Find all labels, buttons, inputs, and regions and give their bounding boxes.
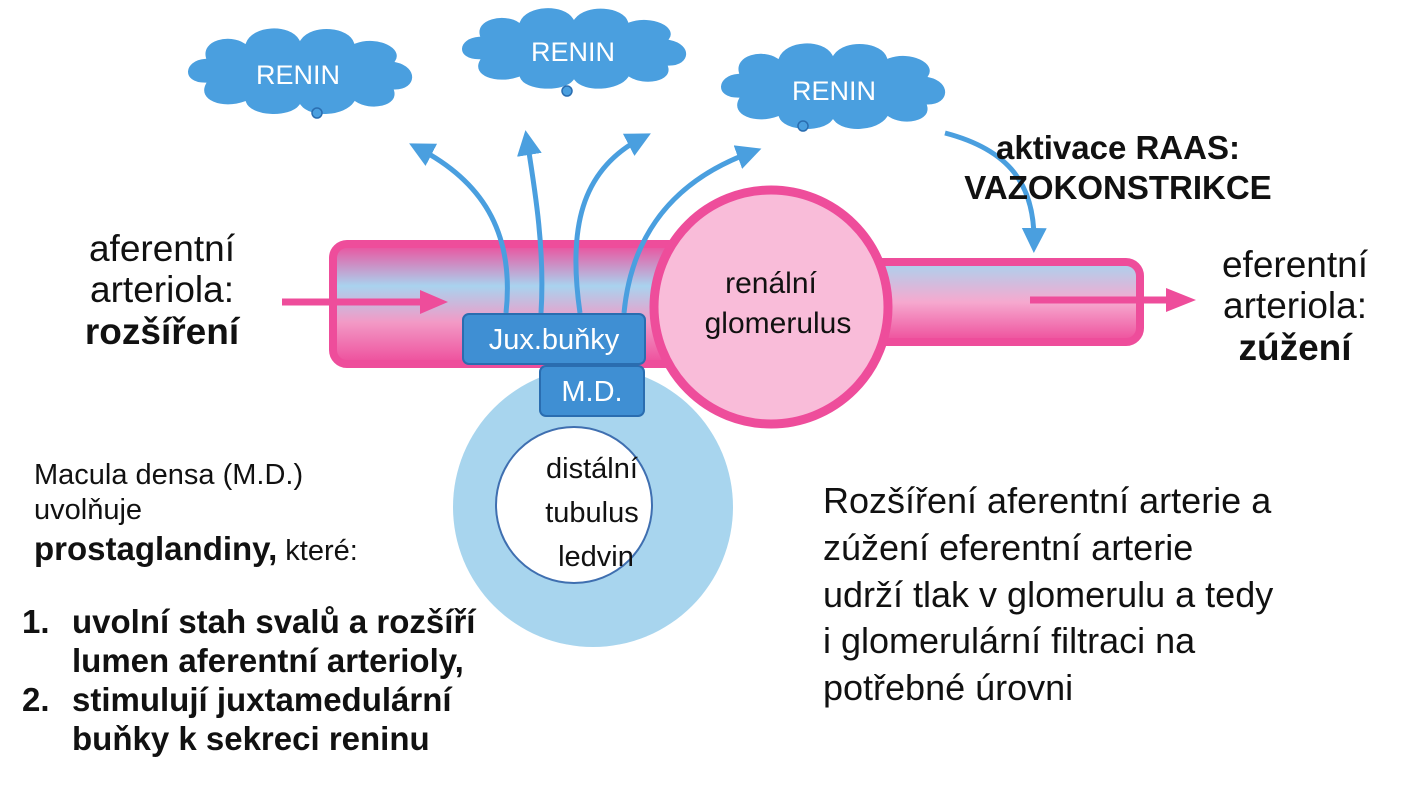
effect-item-2-line2: buňky k sekreci reninu bbox=[72, 719, 430, 757]
efferent-arteriole-label: eferentní arteriola: zúžení bbox=[1190, 244, 1400, 368]
macula-densa-label: M.D. bbox=[561, 376, 622, 408]
effect-item-2: 2. stimulují juxtamedulární buňky k sekr… bbox=[22, 681, 475, 759]
md-desc-line2: uvolňuje bbox=[34, 494, 143, 527]
effect-item-2-number: 2. bbox=[22, 680, 50, 718]
effect-item-1-number: 1. bbox=[22, 603, 50, 640]
summary-line3: udrží tlak v glomerulu a tedy bbox=[823, 573, 1274, 615]
juxtaglomerular-cells-box bbox=[462, 313, 646, 365]
renin-cloud-2-label: RENIN bbox=[531, 37, 615, 67]
efferent-state: zúžení bbox=[1238, 326, 1352, 368]
renal-glomerulus bbox=[649, 185, 893, 429]
efferent-label-line2: arteriola: bbox=[1223, 285, 1367, 327]
renin-arrow-1 bbox=[409, 143, 510, 314]
afferent-arteriole-label: aferentní arteriola: rozšíření bbox=[62, 228, 262, 352]
raas-line1: aktivace RAAS: bbox=[996, 129, 1240, 166]
effect-item-2-text: stimulují juxtamedulární buňky k sekreci… bbox=[72, 681, 452, 759]
afferent-label-line1: aferentní bbox=[88, 228, 236, 269]
afferent-label-line2: arteriola: bbox=[90, 269, 234, 311]
tubule-label-line3: ledvin bbox=[558, 541, 634, 573]
distal-tubule-lumen bbox=[495, 426, 653, 584]
juxtaglomerular-cells-label: Jux.buňky bbox=[489, 324, 620, 356]
summary-line5: potřebné úrovni bbox=[823, 667, 1074, 709]
summary-line2: zúžení eferentní arterie bbox=[823, 526, 1194, 568]
afferent-flow-arrowhead bbox=[420, 290, 448, 314]
raas-activation-arrow bbox=[944, 130, 1047, 253]
tubule-label-line2: tubulus bbox=[545, 497, 639, 529]
effect-item-1-line1: uvolní stah svalů a rozšíří bbox=[72, 603, 476, 640]
md-desc-prostaglandins: prostaglandiny, bbox=[34, 529, 278, 567]
renin-cloud-1-label: RENIN bbox=[256, 60, 340, 90]
renin-cloud-3-label: RENIN bbox=[792, 76, 876, 106]
raas-activation-label: aktivace RAAS: VAZOKONSTRIKCE bbox=[928, 128, 1308, 207]
effect-item-1-text: uvolní stah svalů a rozšíří lumen aferen… bbox=[72, 603, 475, 681]
raas-line2: VAZOKONSTRIKCE bbox=[964, 168, 1272, 206]
afferent-state: rozšíření bbox=[84, 310, 240, 352]
efferent-flow-arrowhead bbox=[1166, 288, 1196, 312]
summary-line4: i glomerulární filtraci na bbox=[823, 620, 1196, 662]
renin-release-arrows bbox=[409, 130, 1047, 314]
glomerulus-label-line1: renální bbox=[725, 267, 817, 300]
md-desc-which: které: bbox=[277, 534, 358, 567]
macula-densa-description: Macula densa (M.D.) uvolňuje prostagland… bbox=[34, 458, 358, 569]
tubule-label-line1: distální bbox=[546, 453, 638, 485]
efferent-label-line1: eferentní bbox=[1221, 244, 1369, 285]
effect-item-1-line2: lumen aferentní arterioly, bbox=[72, 641, 464, 679]
renin-arrow-2 bbox=[517, 130, 545, 314]
md-desc-line1: Macula densa (M.D.) bbox=[34, 459, 304, 491]
macula-densa-box bbox=[539, 365, 645, 417]
renin-arrow-3 bbox=[573, 133, 651, 314]
renin-cloud-2-droplet bbox=[561, 85, 573, 97]
renin-cloud-1-droplet bbox=[311, 107, 323, 119]
effect-item-1: 1. uvolní stah svalů a rozšíří lumen afe… bbox=[22, 603, 475, 681]
summary-line1: Rozšíření aferentní arterie a bbox=[823, 480, 1272, 521]
glomerulus-label-line2: glomerulus bbox=[705, 307, 852, 340]
summary-text: Rozšíření aferentní arterie a zúžení efe… bbox=[823, 478, 1383, 712]
effect-item-2-line1: stimulují juxtamedulární bbox=[72, 680, 452, 718]
effects-list: 1. uvolní stah svalů a rozšíří lumen afe… bbox=[22, 603, 475, 759]
renin-cloud-3-droplet bbox=[797, 120, 809, 132]
md-desc-line3: prostaglandiny, které: bbox=[34, 529, 358, 569]
renin-arrow-4 bbox=[621, 145, 762, 314]
